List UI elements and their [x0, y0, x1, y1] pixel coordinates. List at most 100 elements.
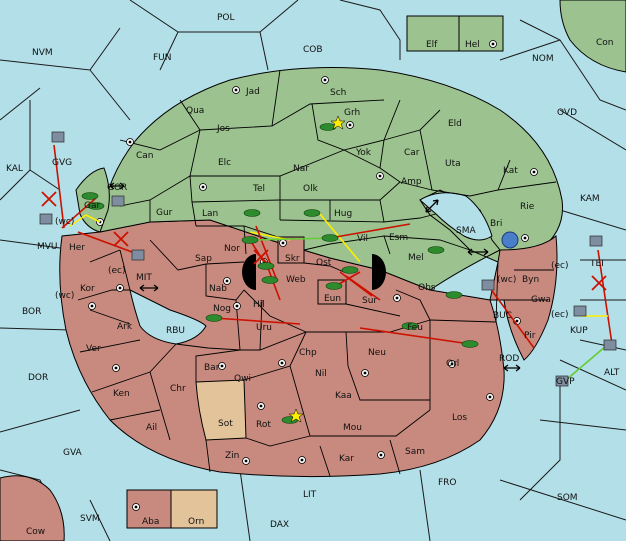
- order-line: [345, 275, 381, 301]
- order-line: [597, 249, 613, 345]
- region-label-esm: Esm: [389, 233, 408, 243]
- region-label-cob: COB: [303, 45, 323, 55]
- region-label-kat: Kat: [503, 166, 518, 176]
- fleet-unit: [51, 131, 65, 143]
- region-label-tei: TEI: [589, 259, 604, 269]
- order-line: [329, 223, 411, 239]
- region-label-amp: Amp: [401, 177, 422, 187]
- region-label-wc_mvu: (wc): [55, 217, 74, 227]
- orders: [53, 144, 613, 381]
- region-label-qua: Qua: [186, 106, 204, 116]
- army-unit: [243, 209, 261, 217]
- region-label-ovd: OVD: [557, 108, 577, 118]
- army-unit: [325, 282, 343, 290]
- region-label-elc: Elc: [218, 158, 231, 168]
- region-label-aba: Aba: [142, 517, 159, 527]
- region-label-cow: Cow: [26, 527, 45, 537]
- region-label-elf: Elf: [426, 40, 438, 50]
- region-label-kar: Kar: [339, 454, 354, 464]
- region-label-chr: Chr: [170, 384, 186, 394]
- order-line: [253, 237, 333, 241]
- region-label-fun: FUN: [153, 53, 172, 63]
- region-label-feu: Feu: [407, 323, 423, 333]
- region-label-vil: Vil: [357, 234, 368, 244]
- region-label-dax: DAX: [270, 520, 289, 530]
- army-unit: [461, 340, 479, 348]
- order-line: [53, 144, 65, 229]
- region-label-som: SOM: [557, 493, 578, 503]
- order-line: [213, 317, 301, 325]
- region-label-orn: Orn: [188, 517, 204, 527]
- army-unit: [241, 236, 259, 244]
- continent-red: [59, 219, 505, 478]
- star-icon: [330, 115, 346, 130]
- region-label-wc_bor: (wc): [55, 291, 74, 301]
- region-label-kal: KAL: [6, 164, 23, 174]
- region-label-eld: Eld: [448, 119, 462, 129]
- region-label-jad: Jad: [245, 87, 260, 97]
- region-label-fro: FRO: [438, 478, 457, 488]
- region-label-sch: Sch: [330, 88, 346, 98]
- supply-centers: [88, 76, 538, 465]
- region-label-gar: Gar: [84, 201, 100, 211]
- region-label-grh: Grh: [344, 108, 360, 118]
- star-icon: [288, 408, 304, 423]
- region-label-kam: KAM: [580, 194, 600, 204]
- region-label-nab: Nab: [209, 284, 227, 294]
- region-label-sma: SMA: [456, 226, 476, 236]
- region-cow: [0, 475, 65, 541]
- fleet-unit: [39, 213, 53, 225]
- region-label-gva: GVA: [63, 448, 83, 458]
- labels: POL FUN COB NVM NOM Con OVD KAL GVG GOR …: [6, 13, 620, 537]
- region-label-hil: Hil: [253, 300, 265, 310]
- region-label-ver: Ver: [86, 344, 101, 354]
- region-label-lit: LIT: [303, 490, 317, 500]
- region-label-zin: Zin: [225, 451, 239, 461]
- army-unit: [303, 209, 321, 217]
- army-unit: [321, 234, 339, 242]
- order-line: [267, 267, 281, 301]
- region-label-kor: Kor: [80, 284, 95, 294]
- region-label-kup: KUP: [570, 326, 588, 336]
- order-line: [565, 345, 607, 381]
- region-label-yok: Yok: [355, 148, 372, 158]
- region-label-neu: Neu: [368, 348, 386, 358]
- region-label-olk: Olk: [303, 184, 319, 194]
- region-label-byn: Byn: [522, 275, 539, 285]
- army-unit: [445, 291, 463, 299]
- region-label-sot: Sot: [218, 419, 233, 429]
- region-label-rod: ROD: [499, 354, 519, 364]
- cut-marks: [41, 191, 607, 291]
- region-label-ec_tei: (ec): [551, 261, 569, 271]
- fleet-unit: [111, 195, 125, 207]
- region-label-hug: Hug: [334, 209, 352, 219]
- region-label-ec_mit: (ec): [108, 266, 126, 276]
- region-label-ark: Ark: [117, 322, 133, 332]
- region-label-ken: Ken: [113, 389, 130, 399]
- region-label-svm: SVM: [80, 514, 100, 524]
- region-label-uta: Uta: [445, 159, 461, 169]
- region-label-rie: Rie: [520, 202, 535, 212]
- region-label-sur: Sur: [362, 296, 377, 306]
- region-label-nog: Nog: [213, 304, 231, 314]
- army-unit: [401, 322, 419, 330]
- province-borders: [77, 69, 557, 477]
- region-label-kaa: Kaa: [335, 391, 352, 401]
- region-label-tel: Tel: [252, 184, 265, 194]
- order-line: [61, 197, 97, 229]
- blue-unit: [501, 231, 519, 249]
- region-label-mou: Mou: [343, 423, 362, 433]
- region-label-can: Can: [136, 151, 154, 161]
- army-unit: [81, 192, 99, 200]
- region-sot: [195, 379, 247, 441]
- region-label-rbu: RBU: [166, 326, 185, 336]
- fleet-unit: [589, 235, 603, 247]
- order-line: [69, 214, 87, 227]
- order-line: [359, 327, 471, 345]
- fleet-unit: [131, 249, 145, 261]
- region-label-orl: Orl: [446, 359, 459, 369]
- region-label-pir: Pir: [524, 331, 536, 341]
- region-label-her: Her: [69, 243, 85, 253]
